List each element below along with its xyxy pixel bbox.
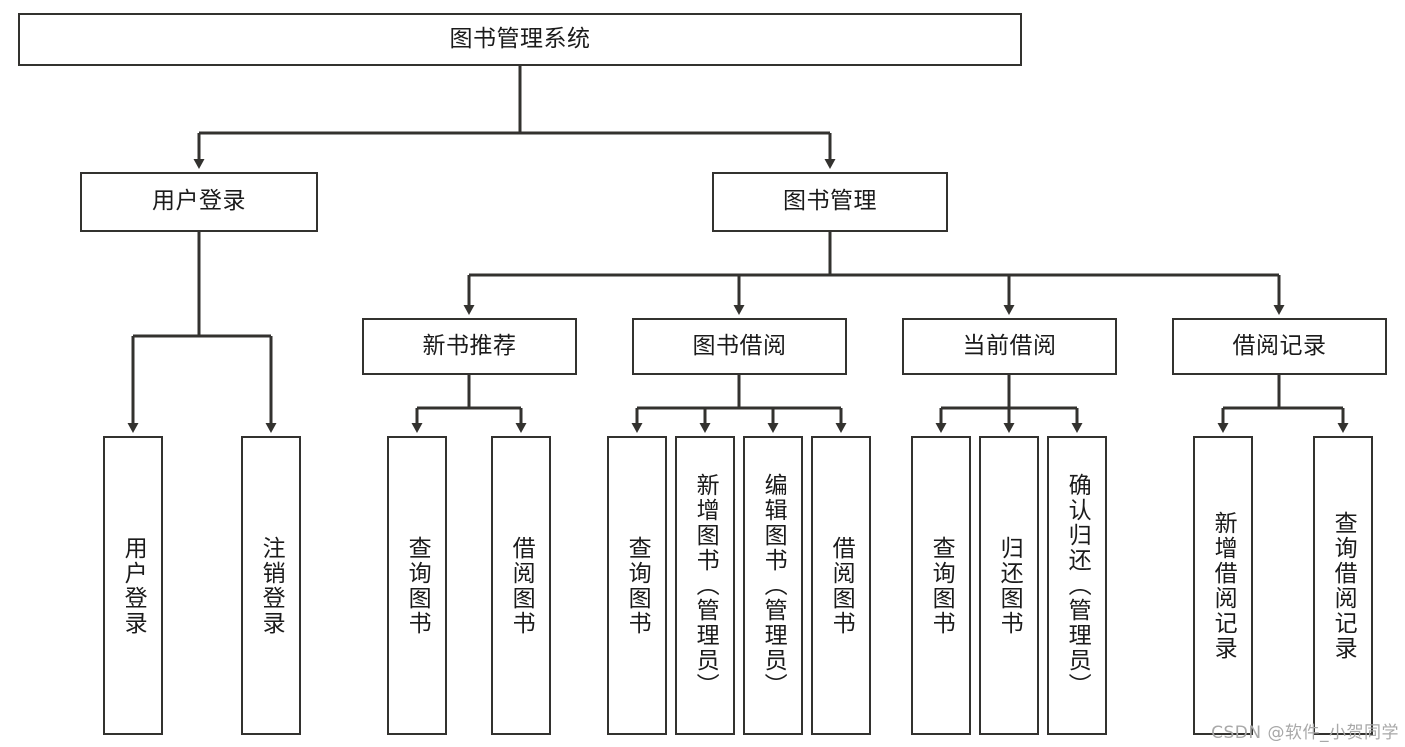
node-book-borrow-label: 图书借阅: [692, 332, 787, 359]
leaf-label: 查询图书: [624, 535, 651, 636]
node-borrow-record-label: 借阅记录: [1232, 332, 1327, 359]
leaf-user-login-login[interactable]: 用户登录: [103, 436, 163, 735]
node-new-book-recommend[interactable]: 新书推荐: [362, 318, 577, 375]
leaf-current-query-book[interactable]: 查询图书: [911, 436, 971, 735]
leaf-label: 归还图书: [996, 535, 1023, 636]
leaf-record-add-record[interactable]: 新增借阅记录: [1193, 436, 1253, 735]
leaf-label: 查询借阅记录: [1330, 510, 1357, 661]
leaf-label: 用户登录: [120, 535, 147, 636]
node-book-management-label: 图书管理: [783, 188, 877, 215]
leaf-label: 查询图书: [928, 535, 955, 636]
leaf-label: 编辑图书（管理员）: [760, 473, 787, 698]
leaf-user-login-logout[interactable]: 注销登录: [241, 436, 301, 735]
node-current-borrow[interactable]: 当前借阅: [902, 318, 1117, 375]
node-root-label: 图书管理系统: [449, 25, 591, 52]
leaf-borrow-query-book[interactable]: 查询图书: [607, 436, 667, 735]
leaf-label: 确认归还（管理员）: [1064, 473, 1091, 698]
leaf-recommend-borrow-book[interactable]: 借阅图书: [491, 436, 551, 735]
leaf-label: 注销登录: [258, 535, 285, 636]
leaf-borrow-add-book[interactable]: 新增图书（管理员）: [675, 436, 735, 735]
node-book-borrow[interactable]: 图书借阅: [632, 318, 847, 375]
leaf-borrow-borrow-book[interactable]: 借阅图书: [811, 436, 871, 735]
node-root[interactable]: 图书管理系统: [18, 13, 1022, 66]
leaf-recommend-query-book[interactable]: 查询图书: [387, 436, 447, 735]
node-borrow-record[interactable]: 借阅记录: [1172, 318, 1387, 375]
leaf-label: 查询图书: [404, 535, 431, 636]
leaf-record-query-record[interactable]: 查询借阅记录: [1313, 436, 1373, 735]
leaf-current-confirm-return[interactable]: 确认归还（管理员）: [1047, 436, 1107, 735]
node-user-login-label: 用户登录: [152, 188, 246, 215]
leaf-current-return-book[interactable]: 归还图书: [979, 436, 1039, 735]
leaf-label: 借阅图书: [508, 535, 535, 636]
leaf-label: 新增图书（管理员）: [692, 473, 719, 698]
leaf-label: 新增借阅记录: [1210, 510, 1237, 661]
node-current-borrow-label: 当前借阅: [962, 332, 1057, 359]
leaf-borrow-edit-book[interactable]: 编辑图书（管理员）: [743, 436, 803, 735]
node-new-book-recommend-label: 新书推荐: [422, 332, 517, 359]
node-book-management[interactable]: 图书管理: [712, 172, 948, 232]
node-user-login[interactable]: 用户登录: [80, 172, 318, 232]
leaf-label: 借阅图书: [828, 535, 855, 636]
